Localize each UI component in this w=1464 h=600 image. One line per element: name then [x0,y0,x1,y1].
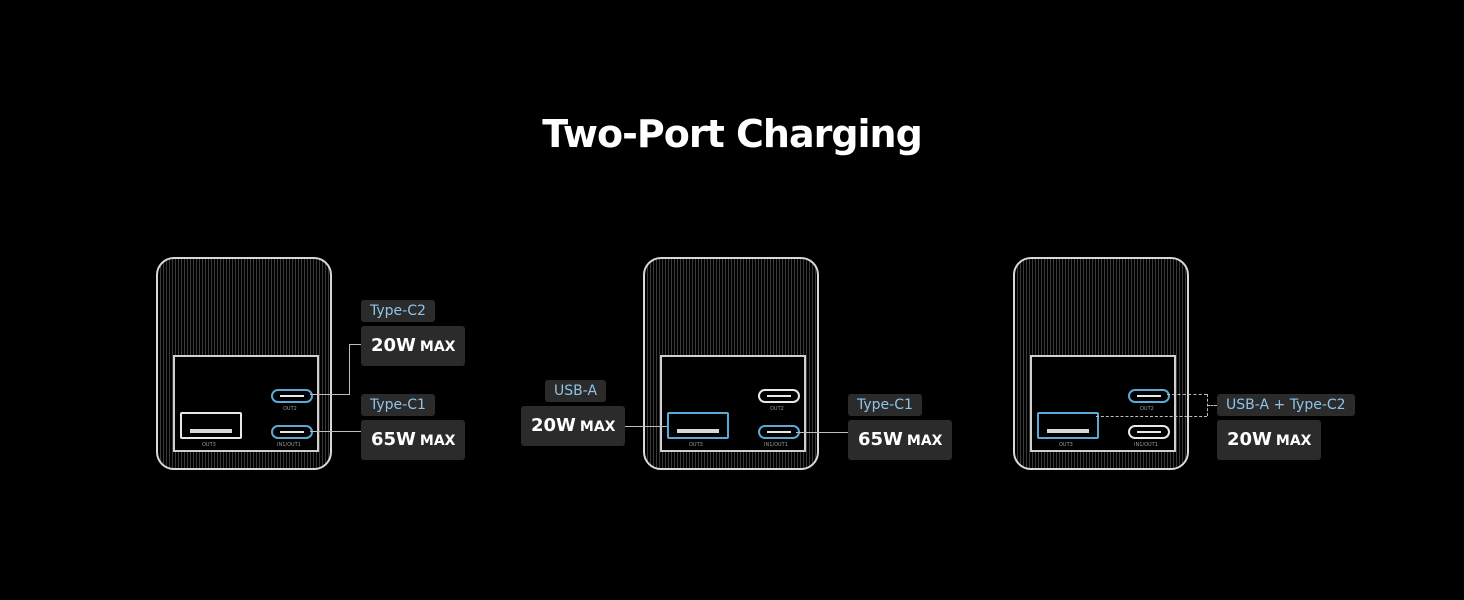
usb-a-port [1037,412,1099,439]
connector-line [349,344,350,395]
connector-line [310,394,350,395]
port-label-in1-out1: IN1/OUT1 [1134,442,1158,448]
connector-line [615,426,667,427]
port-tag: USB-A [545,380,607,402]
usb-c2-port [758,389,800,403]
port-panel: OUT3 OUT2 IN1/OUT1 [660,355,806,452]
port-label-out2: OUT2 [770,406,784,412]
port-label-out3: OUT3 [689,442,703,448]
port-label-out2: OUT2 [1140,406,1154,412]
port-label-out2: OUT2 [283,406,297,412]
page-title: Two-Port Charging [542,112,923,156]
port-label-out3: OUT3 [202,442,216,448]
usb-a-port [180,412,242,439]
connector-line [796,432,848,433]
port-panel: OUT3 OUT2 IN1/OUT1 [1030,355,1176,452]
usb-c1-port [758,425,800,439]
charger-3: OUT3 OUT2 IN1/OUT1 [1013,257,1189,470]
connector-line [1207,405,1217,406]
port-tag: Type-C1 [848,394,922,416]
port-label-in1-out1: IN1/OUT1 [277,442,301,448]
port-tag: USB-A + Type-C2 [1217,394,1355,416]
usb-c2-port [271,389,313,403]
charger-2: OUT3 OUT2 IN1/OUT1 [643,257,819,470]
port-tag: Type-C1 [361,394,435,416]
usb-c1-port [271,425,313,439]
usb-c2-port [1128,389,1170,403]
usb-a-port [667,412,729,439]
connector-line [1167,394,1207,395]
port-label-in1-out1: IN1/OUT1 [764,442,788,448]
connector-line [349,344,361,345]
connector-line [310,431,361,432]
connector-line [1096,416,1207,417]
charger-1: OUT3 OUT2 IN1/OUT1 [156,257,332,470]
usb-c1-port [1128,425,1170,439]
port-tag: Type-C2 [361,300,435,322]
port-label-out3: OUT3 [1059,442,1073,448]
port-panel: OUT3 OUT2 IN1/OUT1 [173,355,319,452]
